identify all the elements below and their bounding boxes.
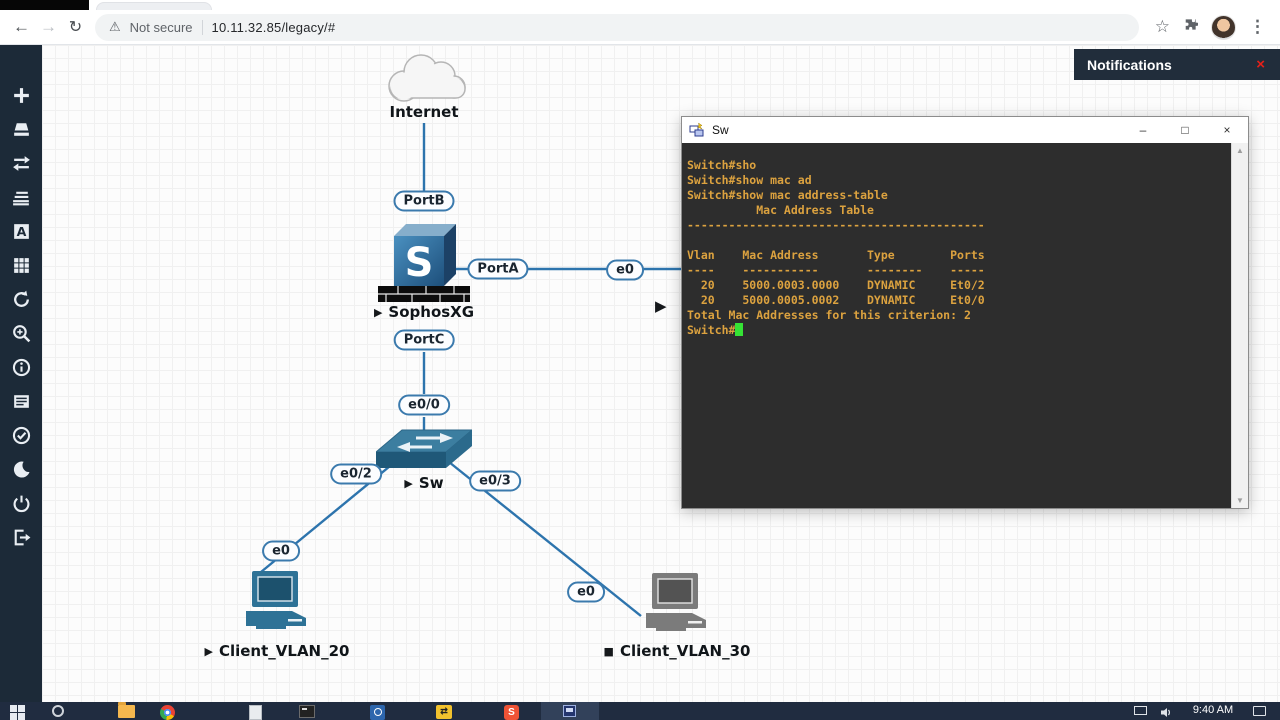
stopped-status-icon: ■	[603, 644, 614, 658]
volume-tray-icon[interactable]	[1160, 705, 1173, 720]
status-check-icon[interactable]	[10, 425, 32, 446]
running-status-icon: ▶	[204, 644, 213, 658]
internet-cloud-node[interactable]	[374, 49, 474, 112]
port-label-portc: PortC	[393, 329, 455, 351]
add-node-icon[interactable]	[10, 85, 32, 106]
power-icon[interactable]	[10, 493, 32, 514]
switch-node[interactable]	[374, 424, 474, 475]
port-label-e0-client20: e0	[262, 540, 300, 562]
notifications-close-icon[interactable]: ×	[1256, 56, 1265, 73]
address-bar[interactable]: ⚠ Not secure 10.11.32.85/legacy/#	[95, 13, 1139, 41]
port-label-e0-0: e0/0	[398, 394, 450, 416]
putty-icon	[689, 122, 704, 137]
info-icon[interactable]	[10, 357, 32, 378]
topology-log-icon[interactable]	[10, 391, 32, 412]
back-button[interactable]: ←	[13, 17, 30, 36]
forward-button[interactable]: →	[40, 17, 57, 36]
network-tray-icon[interactable]	[1134, 706, 1147, 715]
dark-mode-icon[interactable]	[10, 459, 32, 480]
running-status-icon: ▶	[404, 476, 413, 490]
scroll-down-icon[interactable]: ▼	[1236, 496, 1244, 505]
running-status-icon: ▶	[373, 305, 383, 319]
sophos-app-icon[interactable]: S	[504, 705, 519, 720]
file-explorer-icon[interactable]	[118, 702, 135, 718]
terminal-output[interactable]: Switch#sho Switch#show mac ad Switch#sho…	[687, 158, 985, 337]
action-center-icon[interactable]	[1253, 706, 1266, 716]
link-tool-icon[interactable]	[10, 153, 32, 174]
profile-avatar[interactable]	[1211, 14, 1236, 40]
security-label: Not secure	[129, 19, 193, 35]
port-label-e0-3: e0/3	[469, 470, 521, 492]
active-task-putty[interactable]	[541, 702, 599, 720]
terminal-scrollbar[interactable]: ▲ ▼	[1231, 143, 1248, 508]
appliance-icon[interactable]	[10, 119, 32, 140]
port-label-e0-2: e0/2	[330, 463, 382, 485]
maximize-button[interactable]: □	[1181, 123, 1189, 137]
port-label-portb: PortB	[393, 190, 455, 212]
reload-button[interactable]: ↻	[68, 19, 83, 36]
putty-taskbar-icon	[563, 705, 576, 717]
drawings-icon[interactable]	[10, 187, 32, 208]
browser-actions: ☆ ⋮	[1149, 14, 1272, 40]
sidebar: A	[0, 45, 42, 702]
sophosxg-label[interactable]: ▶ SophosXG	[373, 303, 475, 321]
chrome-icon[interactable]	[160, 705, 175, 720]
terminal-title: Sw	[712, 123, 729, 137]
notifications-banner: Notifications ×	[1074, 49, 1280, 80]
taskbar-clock[interactable]: 9:40 AM	[1192, 704, 1234, 716]
client-vlan-30-node[interactable]	[644, 573, 710, 636]
sophosxg-firewall-node[interactable]: S	[378, 224, 470, 309]
terminal-window-controls: – □ ×	[1122, 117, 1248, 143]
notifications-title: Notifications	[1087, 56, 1172, 73]
transfer-app-icon[interactable]: ⇄	[436, 705, 452, 719]
terminal-body: Switch#sho Switch#show mac ad Switch#sho…	[682, 143, 1248, 508]
browser-toolbar: ← → ↻ ⚠ Not secure 10.11.32.85/legacy/# …	[0, 10, 1280, 45]
terminal-window: Sw – □ × Switch#sho Switch#show mac ad S…	[681, 116, 1249, 509]
text-annotation-icon[interactable]: A	[10, 221, 32, 242]
port-label-porta: PortA	[467, 258, 529, 280]
terminal-titlebar[interactable]: Sw – □ ×	[682, 117, 1248, 143]
svg-text:S: S	[405, 240, 434, 286]
hidden-node-running-icon: ▶	[655, 298, 667, 315]
notepad-icon[interactable]	[249, 705, 262, 720]
close-button[interactable]: ×	[1223, 123, 1231, 137]
logout-icon[interactable]	[10, 527, 32, 548]
command-prompt-icon[interactable]	[299, 705, 315, 718]
devices-grid-icon[interactable]	[10, 255, 32, 276]
extensions-puzzle-icon[interactable]	[1183, 17, 1199, 37]
taskbar-search-icon[interactable]	[52, 705, 64, 717]
browser-tab-strip	[0, 0, 1280, 10]
terminal-cursor	[735, 323, 744, 336]
port-label-e0-client30: e0	[567, 581, 605, 603]
url-text: 10.11.32.85/legacy/#	[211, 19, 336, 35]
tab-strip-dark-region	[0, 0, 89, 10]
bookmark-star-icon[interactable]: ☆	[1154, 17, 1170, 36]
minimize-button[interactable]: –	[1139, 123, 1147, 137]
omnibox-divider	[201, 19, 203, 35]
client-vlan-20-label[interactable]: ▶ Client_VLAN_20	[204, 642, 350, 660]
browser-tab[interactable]	[96, 2, 212, 10]
not-secure-warning-icon: ⚠	[109, 19, 121, 34]
switch-label[interactable]: ▶ Sw	[404, 474, 444, 492]
scroll-up-icon[interactable]: ▲	[1236, 146, 1244, 155]
browser-menu-icon[interactable]: ⋮	[1249, 17, 1266, 36]
blue-app-icon[interactable]	[370, 705, 385, 720]
client-vlan-30-label[interactable]: ■ Client_VLAN_30	[603, 642, 751, 660]
svg-text:A: A	[16, 224, 26, 239]
port-label-e0-wan: e0	[606, 259, 644, 281]
internet-label[interactable]: Internet	[389, 103, 459, 121]
start-button[interactable]	[10, 705, 25, 720]
zoom-icon[interactable]	[10, 323, 32, 344]
windows-taskbar: ⇄ S 9:40 AM	[0, 702, 1280, 720]
client-vlan-20-node[interactable]	[244, 571, 310, 634]
refresh-icon[interactable]	[10, 289, 32, 310]
